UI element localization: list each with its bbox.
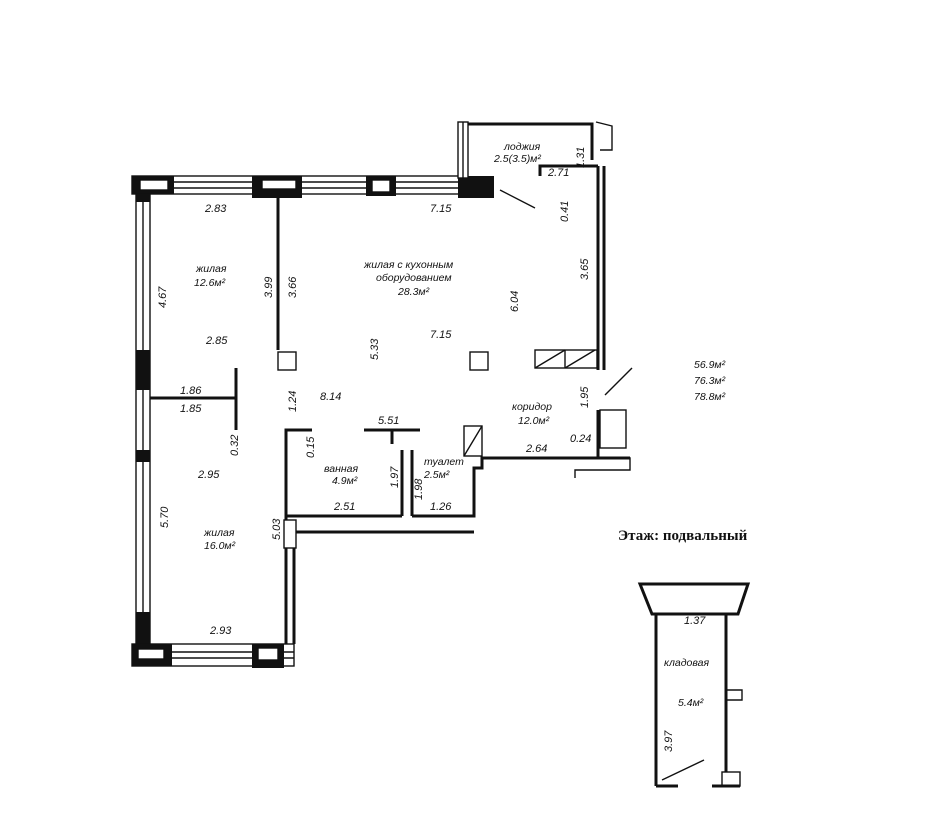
storage-area: 5.4м² bbox=[678, 697, 704, 709]
dim-467: 4.67 bbox=[157, 286, 169, 308]
bottom-window-strip bbox=[131, 643, 295, 668]
top-window-strip bbox=[131, 175, 494, 198]
dim-285: 2.85 bbox=[205, 335, 228, 347]
dim-032: 0.32 bbox=[229, 435, 241, 456]
dim-264: 2.64 bbox=[525, 443, 547, 455]
left-window-wall bbox=[135, 193, 151, 645]
kitchen-living-name-1: жилая с кухонным bbox=[363, 259, 453, 271]
dim-251: 2.51 bbox=[333, 501, 355, 513]
dim-533: 5.33 bbox=[369, 338, 381, 360]
toilet-name: туалет bbox=[424, 456, 464, 468]
loggia bbox=[457, 121, 613, 209]
dim-366: 3.66 bbox=[287, 276, 299, 298]
dim-126: 1.26 bbox=[430, 501, 452, 513]
dim-295: 2.95 bbox=[197, 469, 220, 481]
living-bottom-name: жилая bbox=[203, 527, 235, 539]
corridor-area: 12.0м² bbox=[518, 415, 550, 427]
kitchen-counter bbox=[534, 349, 598, 369]
dim-397: 3.97 bbox=[663, 730, 675, 752]
dim-365: 3.65 bbox=[579, 258, 591, 280]
dim-814: 8.14 bbox=[320, 391, 341, 403]
loggia-name: лоджия bbox=[503, 141, 541, 153]
dim-041: 0.41 bbox=[559, 201, 571, 222]
right-wall bbox=[574, 166, 633, 478]
dim-198: 1.98 bbox=[413, 478, 425, 500]
dim-271: 2.71 bbox=[547, 167, 569, 179]
living-bottom-area: 16.0м² bbox=[204, 540, 236, 552]
dim-197: 1.97 bbox=[389, 466, 401, 488]
loggia-area: 2.5(3.5)м² bbox=[493, 153, 541, 165]
total-area-1: 56.9м² bbox=[694, 359, 726, 371]
kitchen-living-name-2: оборудованием bbox=[376, 272, 452, 284]
bathroom-area: 4.9м² bbox=[332, 475, 358, 487]
bathroom-name: ванная bbox=[324, 463, 358, 475]
living-top-name: жилая bbox=[195, 263, 227, 275]
dim-024: 0.24 bbox=[570, 433, 591, 445]
dim-570: 5.70 bbox=[159, 506, 171, 528]
dim-186: 1.86 bbox=[180, 385, 202, 397]
dim-283: 2.83 bbox=[204, 203, 227, 215]
total-area-3: 78.8м² bbox=[694, 391, 726, 403]
kitchen-living-area: 28.3м² bbox=[397, 286, 430, 298]
dim-015: 0.15 bbox=[305, 436, 317, 458]
corridor-name: коридор bbox=[512, 401, 552, 413]
toilet-area: 2.5м² bbox=[423, 469, 450, 481]
dim-195: 1.95 bbox=[579, 386, 591, 408]
total-area-2: 76.3м² bbox=[694, 375, 726, 387]
dim-604: 6.04 bbox=[509, 291, 521, 312]
floor-label: Этаж: подвальный bbox=[618, 528, 748, 544]
dim-124: 1.24 bbox=[287, 391, 299, 412]
living-top-area: 12.6м² bbox=[194, 277, 226, 289]
dim-715-top: 7.15 bbox=[430, 203, 452, 215]
dim-137: 1.37 bbox=[684, 615, 706, 627]
dim-293: 2.93 bbox=[209, 625, 232, 637]
interior-walls bbox=[150, 194, 598, 644]
dim-503: 5.03 bbox=[271, 518, 283, 540]
storage-name: кладовая bbox=[664, 657, 709, 669]
dim-131: 1.31 bbox=[575, 147, 587, 168]
dim-715-mid: 7.15 bbox=[430, 329, 452, 341]
storage-room bbox=[637, 582, 751, 788]
dim-399: 3.99 bbox=[263, 277, 275, 298]
dim-551: 5.51 bbox=[378, 415, 399, 427]
dim-185: 1.85 bbox=[180, 403, 202, 415]
